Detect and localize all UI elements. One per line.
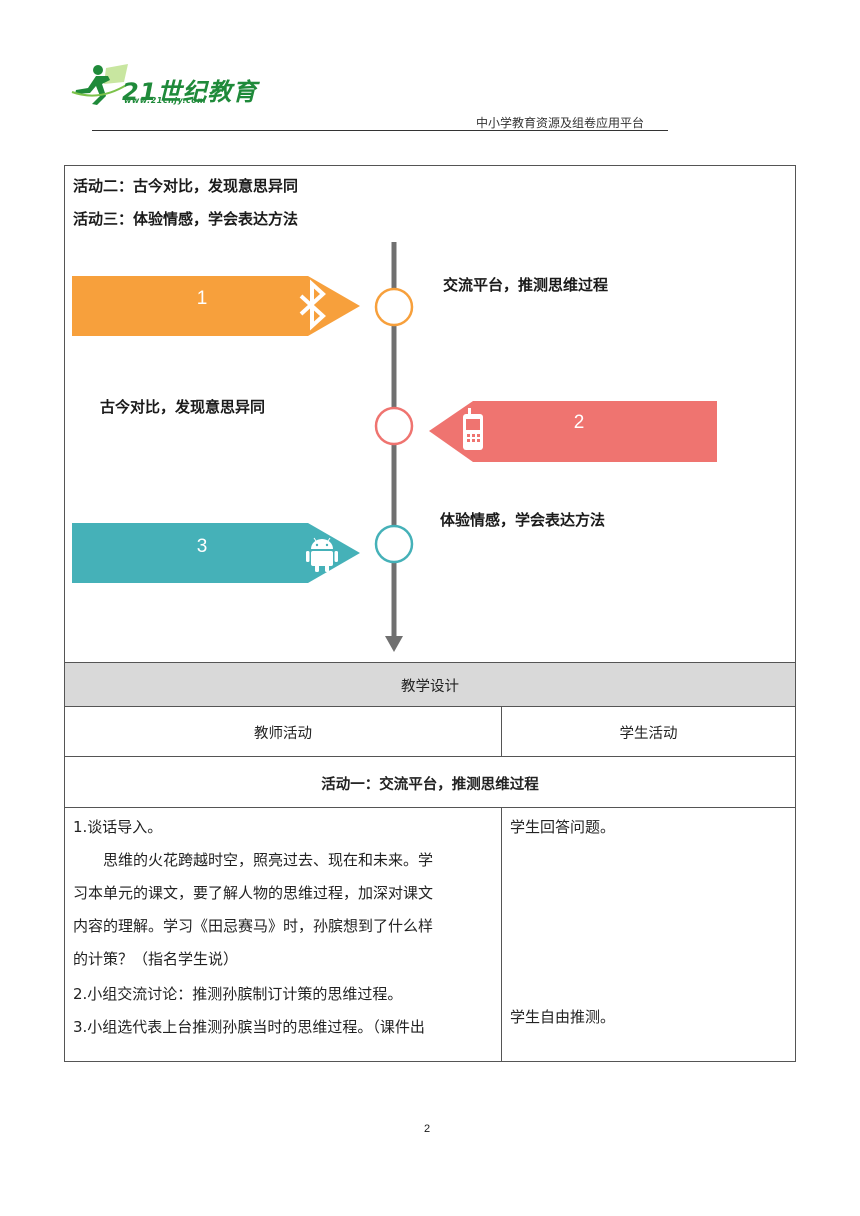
teacher-line: 3.小组选代表上台推测孙膑当时的思维过程。（课件出 [73,1018,425,1036]
timeline-label-1: 交流平台，推测思维过程 [443,276,608,294]
teacher-line: 思维的火花跨越时空，照亮过去、现在和未来。学 [103,851,434,869]
timeline-node-2 [374,406,414,446]
table-rule [64,756,796,757]
timeline-node-1 [374,287,414,327]
android-icon [306,537,338,572]
logo-url: www.21cnjy.com [124,96,207,105]
teacher-line: 的计策？（指名学生说） [73,950,239,968]
timeline-number-1: 1 [197,288,208,309]
teacher-line: 1.谈话导入。 [73,818,163,836]
timeline-diagram: 1 2 3 交流平台，推测思维过程 古今对比，发现意思异同 体验情感，学会表达方… [72,242,717,652]
bluetooth-icon [299,279,326,331]
mobile-phone-icon [463,408,483,450]
timeline-banner-1 [72,276,360,336]
table-rule [64,662,796,663]
timeline-label-2: 古今对比，发现意思异同 [100,398,265,416]
table-rule [64,706,796,707]
logo-runner-icon [71,64,129,105]
activity-three-line: 活动三：体验情感，学会表达方法 [73,210,299,228]
timeline-number-2: 2 [574,412,585,433]
activity-one-title: 活动一：交流平台，推测思维过程 [321,777,539,793]
logo-text: 21世纪教育 [122,78,258,106]
student-answer: 学生自由推测。 [510,1008,616,1026]
timeline-number-3: 3 [197,536,208,557]
timeline-banner-3 [72,523,360,583]
teacher-column-header: 教师活动 [254,726,312,742]
teacher-line: 内容的理解。学习《田忌赛马》时，孙膑想到了什么样 [73,917,434,935]
table-column-rule [501,706,502,756]
table-column-rule [501,807,502,1062]
timeline-label-3: 体验情感，学会表达方法 [440,511,605,529]
teacher-line: 2.小组交流讨论：推测孙膑制订计策的思维过程。 [73,985,403,1003]
header-rule [92,130,668,131]
section-header-band [65,663,795,706]
lesson-table [64,165,796,1062]
section-title: 教学设计 [401,679,459,695]
timeline-arrowhead [385,636,403,652]
student-column-header: 学生活动 [619,726,678,742]
page-number: 2 [424,1123,431,1135]
table-rule [64,807,796,808]
timeline-node-3 [374,524,414,564]
activity-two-line: 活动二：古今对比，发现意思异同 [73,177,299,195]
timeline-banner-2 [429,401,717,462]
platform-caption: 中小学教育资源及组卷应用平台 [476,116,645,130]
teacher-line: 习本单元的课文，要了解人物的思维过程，加深对课文 [73,884,434,902]
student-answer: 学生回答问题。 [510,818,616,836]
